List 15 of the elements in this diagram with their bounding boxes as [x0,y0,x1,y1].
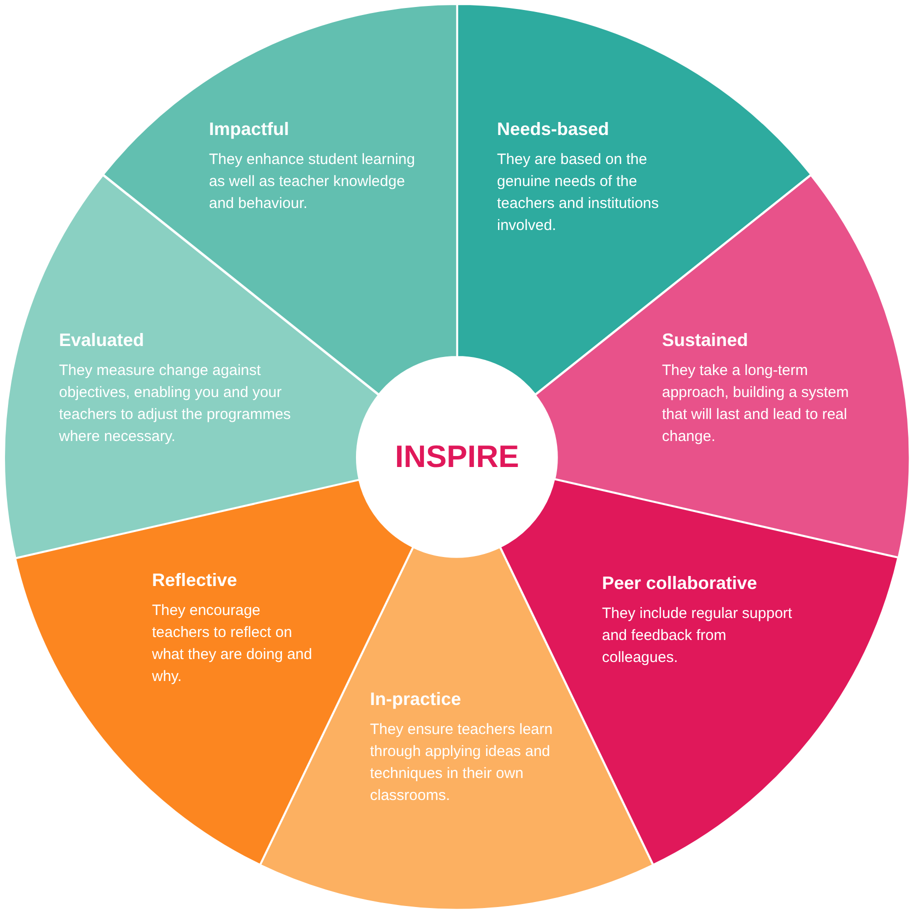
segment-description: They enhance student learning as well as teacher knowledge and behaviour. [208,150,416,214]
segment-description: They take a long-term approach, building a system that will last and lead to real change. [662,360,850,447]
center-title: INSPIRE [394,439,520,475]
segment-heading: Sustained [662,328,750,351]
segment-heading: In-practice [370,688,462,710]
segment-description: They include regular support and feedback from colleagues. [602,604,794,668]
segment-description: They ensure teachers learn through applying ideas and techniques in their own classrooms. [370,720,554,806]
segment-description: They are based on the genuine needs of the teachers and institutions involved. [497,150,660,236]
segment-heading: Impactful [208,118,290,140]
segment-heading: Evaluated [59,328,146,351]
segment-description: They encourage teachers to reflect on what they are doing and why. [152,600,314,687]
segment-heading: Reflective [152,568,238,591]
segment-heading: Needs-based [497,118,610,140]
segment-description: They measure change against objectives, enabling you and your teachers to adjust the programmes where necessary. [59,360,292,447]
segment-heading: Peer collaborative [602,572,758,594]
